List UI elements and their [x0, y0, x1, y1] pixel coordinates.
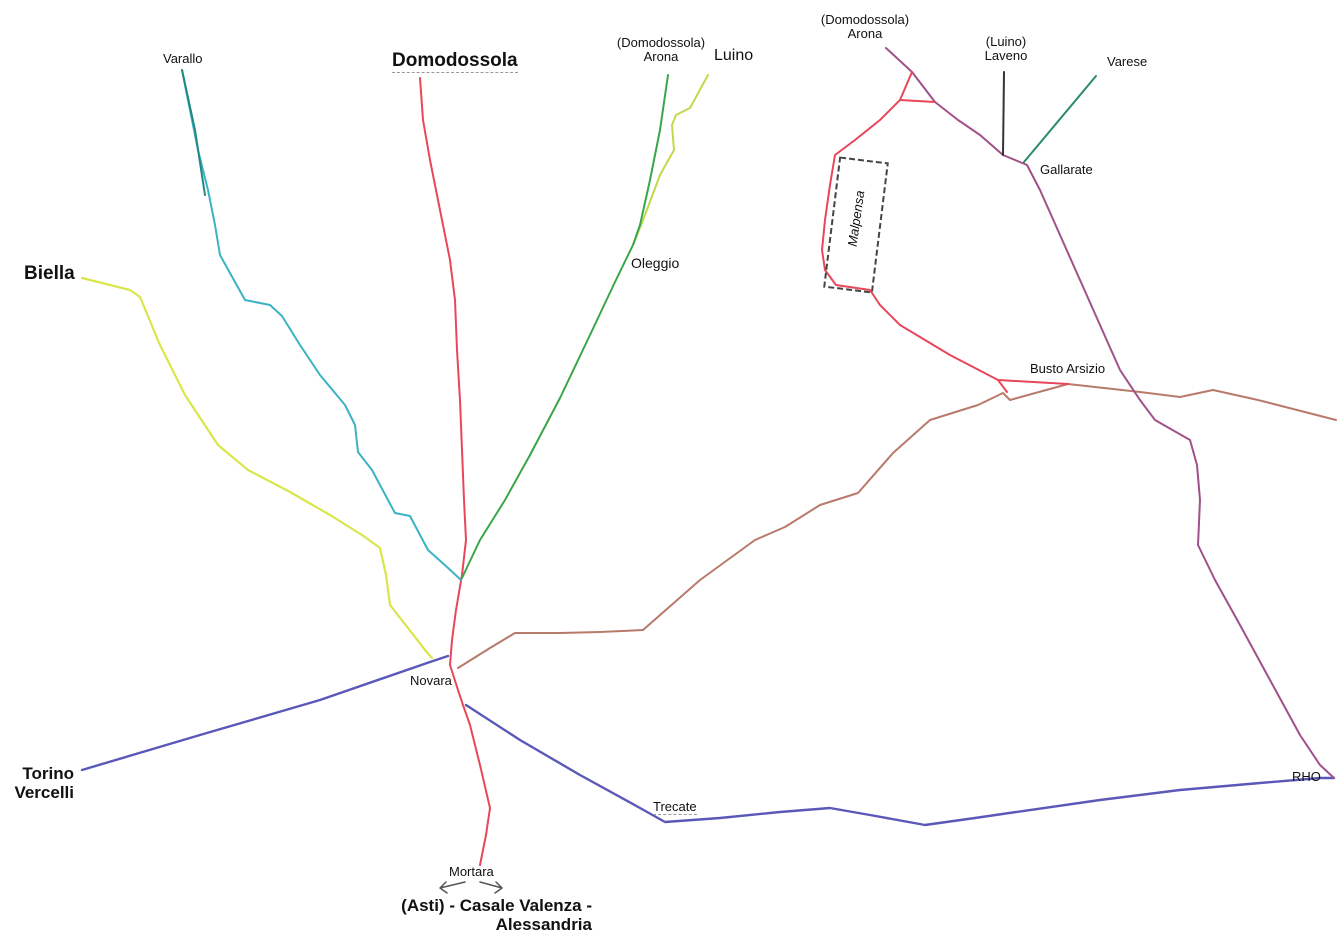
label-arona-right: (Domodossola) Arona — [813, 12, 917, 42]
label-arona: Arona — [643, 49, 679, 65]
line-domodossola-mortara — [419, 77, 491, 866]
line-varallo — [181, 69, 462, 581]
line-luino — [632, 74, 709, 246]
line-novara-rho — [464, 703, 1336, 827]
label-trecate: Trecate — [653, 799, 697, 816]
line-busto-connection — [997, 379, 1069, 385]
label-luino: Luino — [714, 47, 754, 64]
label-rho: RHO — [1292, 769, 1321, 784]
mortara-arrow-left — [439, 881, 466, 894]
label-laveno-text: Laveno — [984, 48, 1028, 64]
label-vercelli: Vercelli — [14, 782, 74, 802]
malpensa-airport-box — [823, 156, 889, 294]
label-arona-left: (Domodossola) Arona — [609, 35, 713, 65]
line-malpensa — [821, 71, 1008, 393]
line-biella — [80, 276, 434, 660]
label-torino: Torino — [22, 764, 74, 783]
label-casale-alessandria: (Asti) - Casale Valenza - Alessandria — [360, 896, 592, 934]
label-mortara: Mortara — [449, 864, 494, 879]
mortara-arrow-right — [479, 881, 503, 894]
label-biella: Biella — [24, 263, 75, 284]
label-novara: Novara — [410, 673, 452, 688]
label-domodossola-paren: (Domodossola) — [820, 12, 910, 27]
label-asti-casale-valenza: (Asti) - Casale Valenza - — [401, 896, 592, 915]
label-busto-arsizio: Busto Arsizio — [1030, 361, 1106, 376]
label-varallo: Varallo — [163, 51, 203, 66]
label-domodossola-paren: (Domodossola) — [616, 35, 706, 50]
label-arona: Arona — [847, 26, 883, 42]
label-torino-vercelli: Torino Vercelli — [12, 764, 74, 802]
label-alessandria: Alessandria — [495, 914, 592, 934]
label-oleggio: Oleggio — [631, 255, 680, 271]
line-arona-gallarate-rho — [885, 47, 1335, 779]
line-varallo-dark — [181, 69, 206, 196]
line-varese — [1023, 75, 1097, 163]
line-laveno — [1002, 71, 1005, 156]
line-torino-rho — [80, 654, 450, 772]
line-malpensa-triangle — [899, 99, 936, 103]
label-varese: Varese — [1107, 54, 1148, 69]
line-arona-oleggio — [461, 74, 669, 579]
label-laveno: (Luino) Laveno — [978, 34, 1034, 64]
label-luino-paren: (Luino) — [985, 34, 1027, 49]
label-gallarate: Gallarate — [1040, 162, 1093, 177]
label-domodossola: Domodossola — [392, 50, 518, 73]
line-busto-arsizio — [457, 383, 1337, 669]
